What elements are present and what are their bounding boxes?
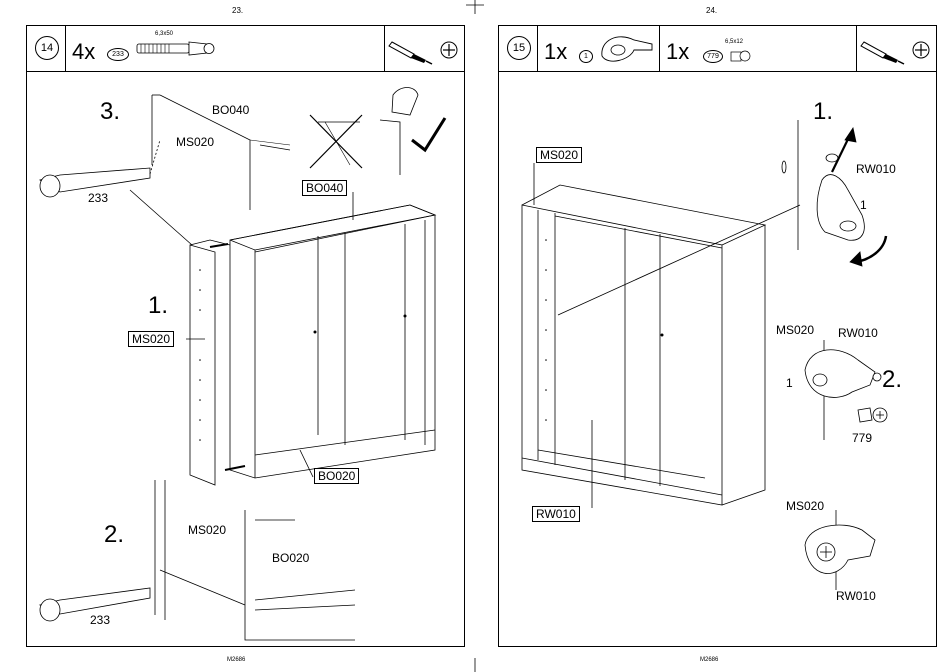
label-rw010-c: RW010 [836,589,876,603]
label-ms020-c: MS020 [786,499,824,513]
substep-2-label: 2. [882,366,902,394]
label-ms020-box: MS020 [536,147,582,163]
label-screw-779: 779 [852,431,872,445]
label-one-b: 1 [786,376,793,390]
label-rw010-a: RW010 [856,162,896,176]
substep-1-label: 1. [813,98,833,126]
label-one-a: 1 [860,198,867,212]
label-rw010-box: RW010 [532,506,580,522]
label-ms020-b: MS020 [776,323,814,337]
label-rw010-b: RW010 [838,326,878,340]
